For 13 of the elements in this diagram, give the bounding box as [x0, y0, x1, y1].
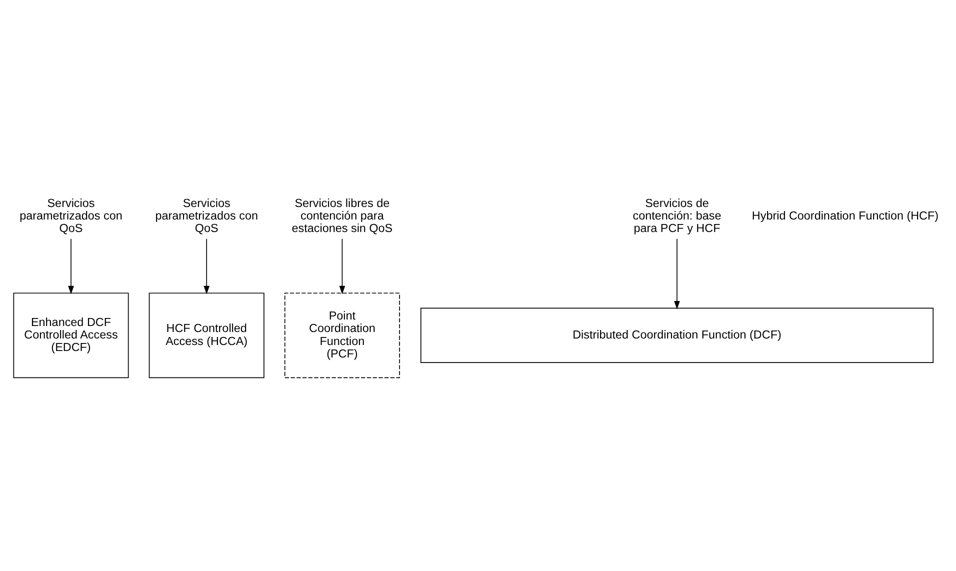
node-text: Servicios de contención: base para PCF y HCF	[632, 196, 722, 235]
arrow	[204, 238, 210, 294]
arrow	[674, 238, 680, 309]
node-box: Distributed Coordination Function (DCF)	[420, 307, 934, 362]
arrow	[339, 238, 346, 294]
node-text: Servicios libres de contención para estaciones sin QoS	[292, 196, 393, 235]
node-box: Enhanced DCF Controlled Access (EDCF)	[13, 292, 129, 378]
node-box: Point Coordination Function (PCF)	[284, 292, 400, 378]
node-text: Servicios parametrizados con QoS	[155, 196, 258, 235]
arrow	[68, 238, 74, 294]
label: Hybrid Coordination Function (HCF)	[752, 209, 939, 222]
node-text: Servicios parametrizados con QoS	[20, 196, 122, 235]
node-box: HCF Controlled Access (HCCA)	[148, 292, 264, 378]
